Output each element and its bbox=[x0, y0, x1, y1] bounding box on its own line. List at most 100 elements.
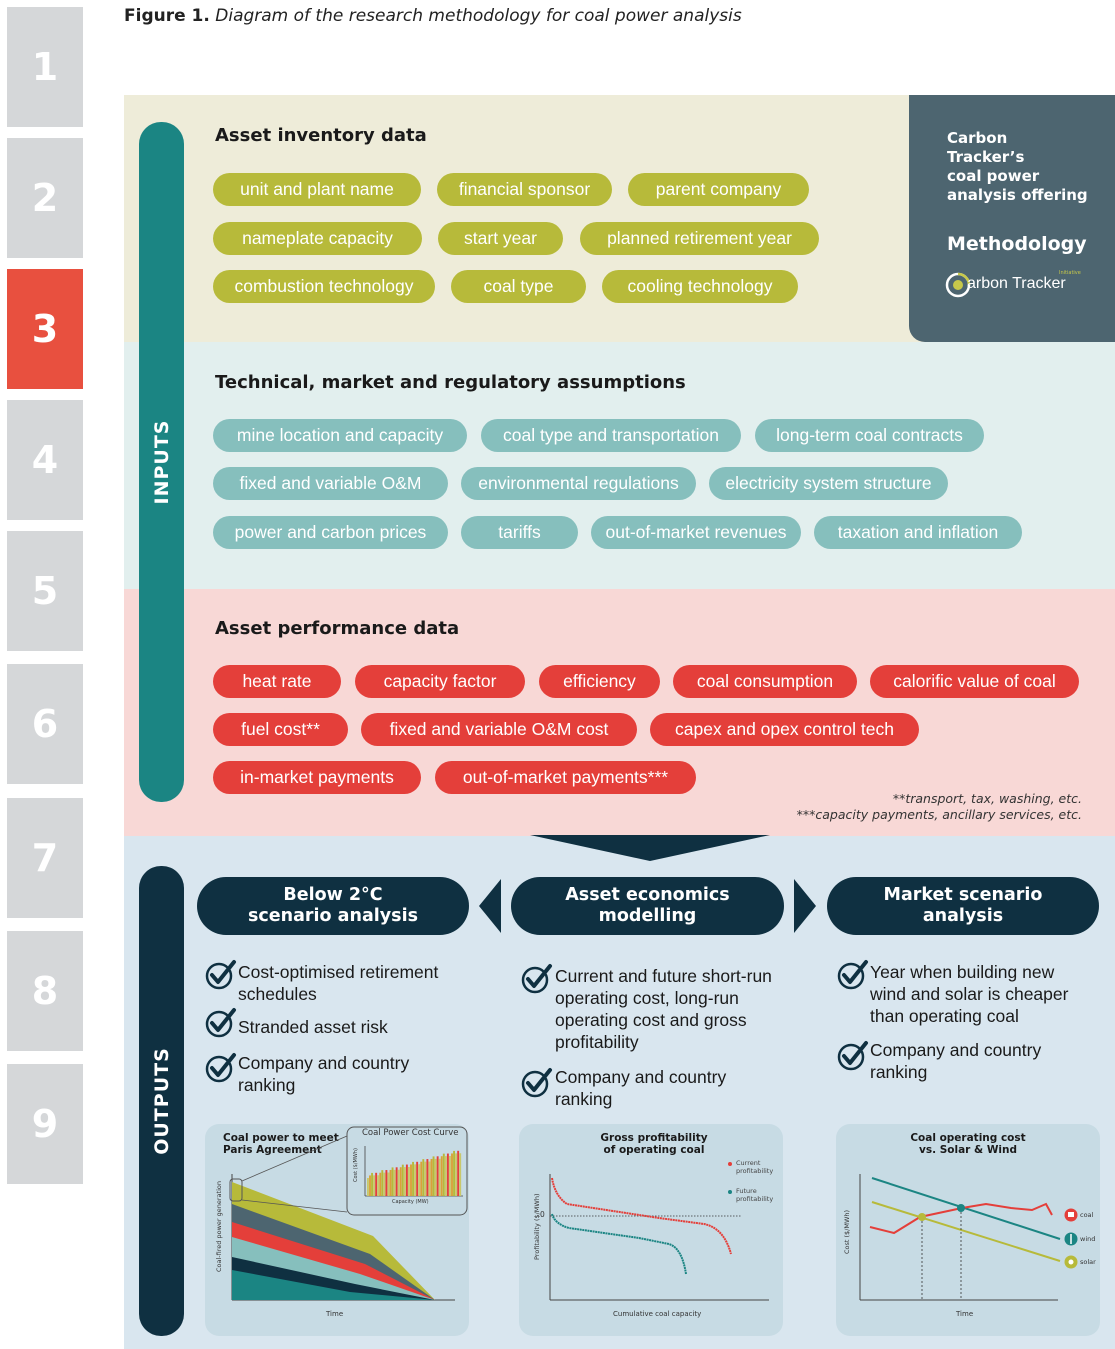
pill-in-market-payments: in-market payments bbox=[213, 761, 421, 794]
pill-parent-company: parent company bbox=[628, 173, 809, 206]
cost-curve-bar bbox=[418, 1164, 421, 1196]
cost-curve-bar bbox=[393, 1169, 396, 1196]
cost-curve-bar bbox=[401, 1164, 404, 1196]
check-icon bbox=[205, 1053, 236, 1083]
pill-power-carbon-prices: power and carbon prices bbox=[213, 516, 448, 549]
pill-calorific-value: calorific value of coal bbox=[870, 665, 1079, 698]
cost-curve-bar bbox=[430, 1158, 433, 1196]
check-icon bbox=[521, 964, 552, 994]
pill-heat-rate: heat rate bbox=[213, 665, 341, 698]
pill-fixed-variable-om: fixed and variable O&M bbox=[213, 467, 448, 500]
cost-curve-bar bbox=[422, 1159, 425, 1196]
pill-nameplate-capacity: nameplate capacity bbox=[213, 222, 422, 255]
side-number-8[interactable]: 8 bbox=[7, 931, 83, 1051]
performance-footnotes: **transport, tax, washing, etc.***capaci… bbox=[796, 791, 1082, 822]
cost-curve-bar bbox=[420, 1161, 423, 1196]
carbon-tracker-logo-text: arbon Tracker bbox=[967, 275, 1066, 292]
cost-curve-bar bbox=[371, 1172, 373, 1196]
cost-curve-bar bbox=[369, 1175, 371, 1196]
cost-curve-bar bbox=[449, 1156, 451, 1196]
side-number-6[interactable]: 6 bbox=[7, 664, 83, 784]
cost-curve-bar bbox=[438, 1158, 441, 1196]
cost-curve-bar bbox=[389, 1169, 392, 1196]
pill-start-year: start year bbox=[438, 222, 563, 255]
check-icon bbox=[205, 1008, 236, 1038]
methodology-label: Methodology bbox=[947, 233, 1087, 255]
side-number-2[interactable]: 2 bbox=[7, 138, 83, 258]
cost-curve-bar bbox=[426, 1159, 429, 1196]
pill-combustion-technology: combustion technology bbox=[213, 270, 435, 303]
pill-capex-opex: capex and opex control tech bbox=[650, 713, 919, 746]
pill-efficiency: efficiency bbox=[539, 665, 660, 698]
side-number-1[interactable]: 1 bbox=[7, 7, 83, 127]
cost-curve-bar bbox=[385, 1170, 388, 1196]
cost-curve-bar bbox=[395, 1167, 398, 1196]
check-icon bbox=[205, 960, 236, 990]
cost-curve-bar bbox=[457, 1150, 460, 1196]
pill-capacity-factor: capacity factor bbox=[355, 665, 525, 698]
pill-taxation-inflation: taxation and inflation bbox=[814, 516, 1022, 549]
inputs-bar: INPUTS bbox=[139, 122, 184, 802]
pill-mine-location: mine location and capacity bbox=[213, 419, 467, 452]
cost-curve-bar bbox=[377, 1175, 380, 1196]
cost-curve-bar bbox=[446, 1153, 449, 1196]
cost-curve-bar bbox=[375, 1172, 378, 1196]
cost-curve-bar bbox=[391, 1167, 394, 1196]
legend-wind: wind bbox=[1080, 1235, 1096, 1243]
cost-curve-bar bbox=[381, 1170, 384, 1196]
pill-unit-plant-name: unit and plant name bbox=[213, 173, 421, 206]
check-text-stranded: Stranded asset risk bbox=[238, 1017, 388, 1037]
pill-out-of-market-revenues: out-of-market revenues bbox=[591, 516, 801, 549]
side-number-4[interactable]: 4 bbox=[7, 400, 83, 520]
cost-curve-bar bbox=[383, 1172, 386, 1196]
pill-coal-type: coal type bbox=[451, 270, 586, 303]
cost-curve-bar bbox=[379, 1172, 382, 1196]
carbon-tracker-logo-icon bbox=[945, 272, 971, 298]
assumptions-title: Technical, market and regulatory assumpt… bbox=[215, 372, 686, 393]
cost-curve-bar bbox=[416, 1161, 419, 1196]
cost-curve-bar bbox=[451, 1153, 453, 1196]
check-icon bbox=[837, 1041, 868, 1071]
pill-out-of-market-payments: out-of-market payments*** bbox=[435, 761, 696, 794]
side-number-9[interactable]: 9 bbox=[7, 1064, 83, 1184]
cost-curve-bar bbox=[387, 1172, 390, 1196]
pill-financial-sponsor: financial sponsor bbox=[437, 173, 612, 206]
cost-curve-bar bbox=[403, 1167, 406, 1196]
cost-curve-bar bbox=[424, 1161, 427, 1196]
side-number-5[interactable]: 5 bbox=[7, 531, 83, 651]
cost-curve-bar bbox=[432, 1156, 435, 1196]
flow-arrow-down bbox=[530, 835, 770, 861]
figure-caption: Figure 1. Diagram of the research method… bbox=[124, 6, 742, 26]
cost-curve-bar bbox=[405, 1164, 408, 1196]
pill-tariffs: tariffs bbox=[461, 516, 578, 549]
arrow-left-icon bbox=[479, 879, 501, 933]
pill-fuel-cost: fuel cost** bbox=[213, 713, 348, 746]
pill-electricity-system-structure: electricity system structure bbox=[709, 467, 948, 500]
cost-curve-bar bbox=[414, 1164, 417, 1196]
pill-planned-retirement-year: planned retirement year bbox=[580, 222, 819, 255]
outputs-bar: OUTPUTS bbox=[139, 866, 184, 1336]
cost-curve-bar bbox=[373, 1175, 376, 1196]
cost-curve-bar bbox=[399, 1167, 402, 1196]
cost-curve-bar bbox=[455, 1153, 458, 1196]
cost-curve-bar bbox=[440, 1156, 443, 1196]
legend-solar: solar bbox=[1080, 1258, 1096, 1266]
pill-environmental-regulations: environmental regulations bbox=[461, 467, 696, 500]
side-number-3[interactable]: 3 bbox=[7, 269, 83, 389]
chart2-svg bbox=[549, 1162, 769, 1301]
side-number-7[interactable]: 7 bbox=[7, 798, 83, 918]
cost-curve-bar bbox=[453, 1150, 455, 1196]
pill-fixed-variable-om-cost: fixed and variable O&M cost bbox=[361, 713, 637, 746]
asset-inventory-title: Asset inventory data bbox=[215, 125, 427, 146]
